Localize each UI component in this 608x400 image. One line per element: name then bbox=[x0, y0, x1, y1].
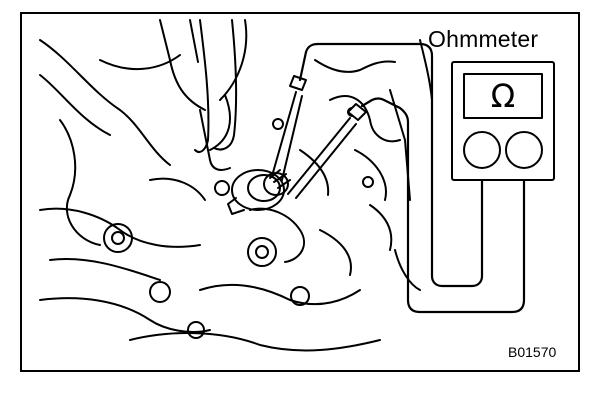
meter-display-symbol: Ω bbox=[490, 77, 516, 115]
omega-icon: Ω bbox=[464, 74, 542, 118]
meter-leads bbox=[298, 42, 526, 314]
ohmmeter bbox=[451, 61, 555, 181]
hose bbox=[194, 19, 238, 153]
temperature-sensor bbox=[227, 169, 291, 215]
engine-block-linework bbox=[39, 19, 433, 352]
ohmmeter-label: Ohmmeter bbox=[428, 26, 539, 52]
engine-bolts bbox=[103, 107, 374, 339]
tester-probes bbox=[271, 75, 367, 199]
figure-reference-code: B01570 bbox=[508, 344, 557, 360]
